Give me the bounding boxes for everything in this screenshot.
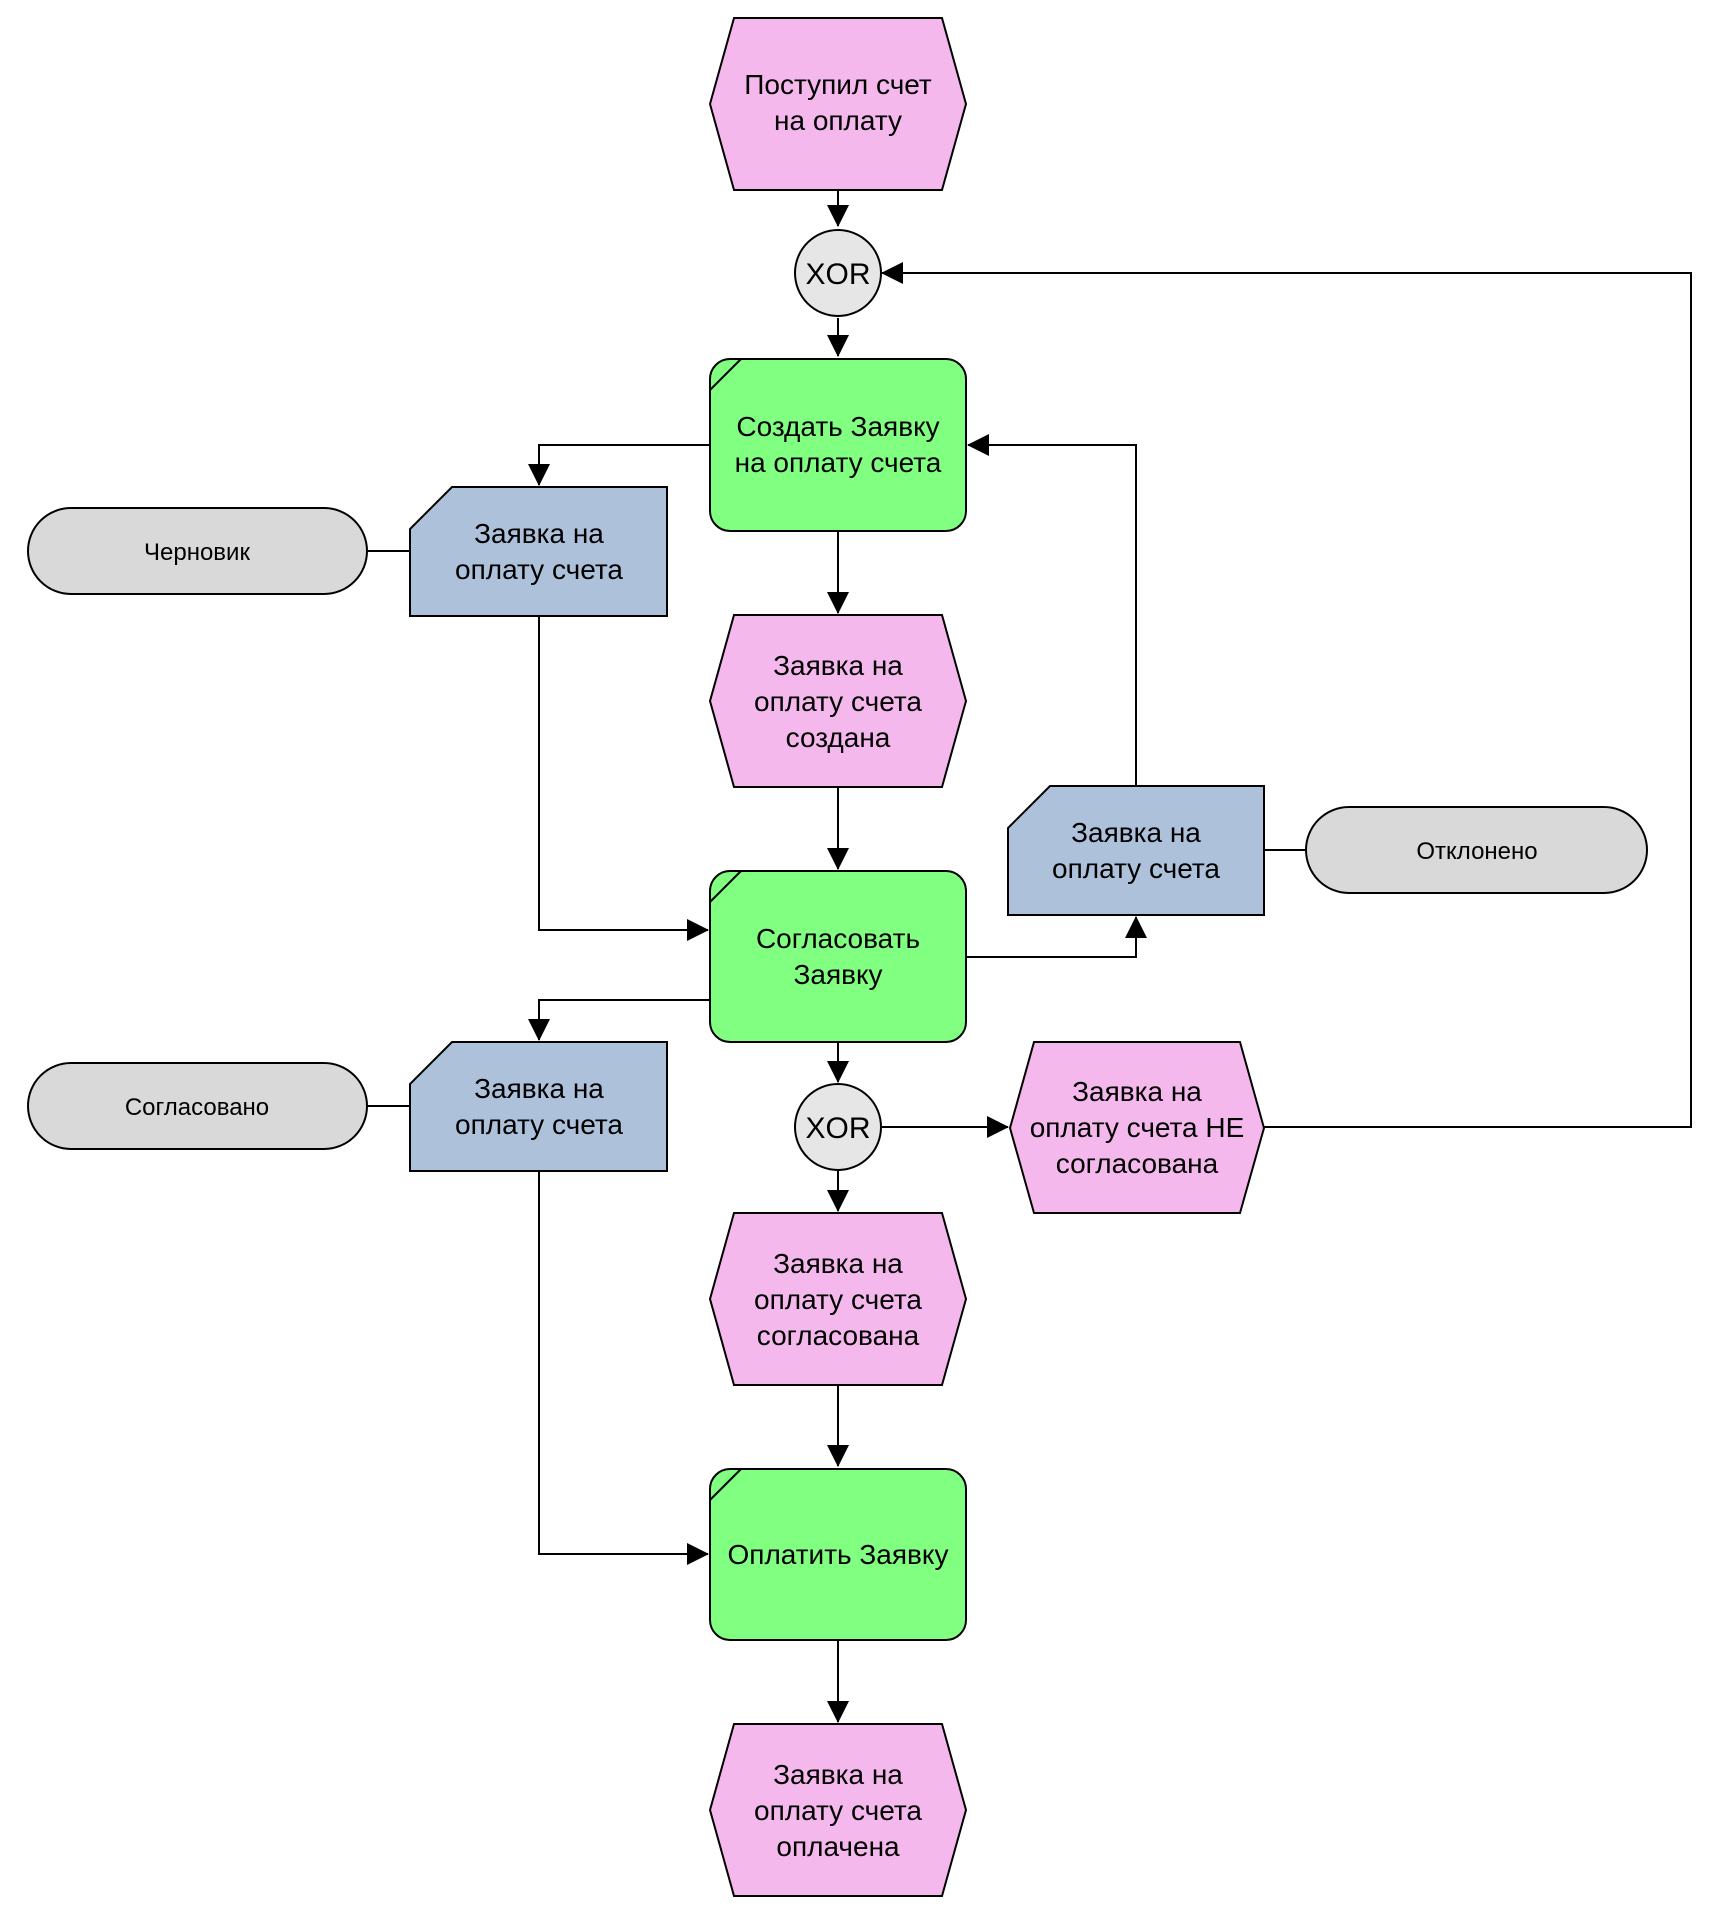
- document-shape: [409, 1041, 668, 1172]
- document-draft[interactable]: Заявка на оплату счета: [409, 486, 668, 617]
- event-label: Поступил счет на оплату: [744, 69, 932, 136]
- edge-create-to-doc-draft: [528, 444, 710, 486]
- label-line: Создать Заявку: [736, 411, 939, 442]
- edge-not-approved-to-xor-top: [881, 262, 1692, 1128]
- event-shape: [708, 17, 968, 191]
- label-line: оплату счета: [754, 686, 922, 717]
- status-label: Отклонено: [1416, 838, 1537, 865]
- label-line: оплачена: [776, 1831, 900, 1862]
- document-shape: [409, 486, 668, 617]
- document-label: Заявка на оплату счета: [455, 518, 623, 585]
- label-line: Оплатить Заявку: [728, 1539, 949, 1570]
- status-rejected[interactable]: Отклонено: [1305, 806, 1648, 894]
- status-label: Черновик: [144, 539, 250, 566]
- label-line: оплату счета: [754, 1284, 922, 1315]
- event-label: Заявка на оплату счета НЕ согласована: [1030, 1076, 1245, 1179]
- document-rejected[interactable]: Заявка на оплату счета: [1007, 785, 1265, 916]
- event-request-created[interactable]: Заявка на оплату счета создана: [708, 614, 968, 788]
- label-line: оплату счета: [455, 1109, 623, 1140]
- label-line: Поступил счет: [744, 69, 932, 100]
- label-line: Заявка на: [474, 1073, 604, 1104]
- label-line: Заявка на: [773, 1759, 903, 1790]
- gateway-shape: [794, 229, 882, 317]
- edge-approve-to-doc-approved: [528, 999, 710, 1041]
- gateway-xor-top[interactable]: XOR: [794, 229, 882, 317]
- event-invoice-received[interactable]: Поступил счет на оплату: [708, 17, 968, 191]
- status-draft[interactable]: Черновик: [27, 507, 368, 595]
- edge-doc-draft-to-approve: [538, 616, 709, 941]
- gateway-label: XOR: [805, 258, 870, 291]
- event-request-not-approved[interactable]: Заявка на оплату счета НЕ согласована: [1008, 1041, 1266, 1214]
- label-line: Заявка на: [1072, 1076, 1202, 1107]
- function-shape: [709, 1468, 967, 1641]
- function-corner-mark: [709, 358, 742, 391]
- status-shape: [1305, 806, 1648, 894]
- label-line: Согласовать: [756, 923, 920, 954]
- event-shape: [708, 1723, 968, 1897]
- event-request-paid[interactable]: Заявка на оплату счета оплачена: [708, 1723, 968, 1897]
- status-shape: [27, 1062, 368, 1150]
- function-corner-mark: [709, 870, 742, 903]
- document-label: Заявка на оплату счета: [1052, 817, 1220, 884]
- label-line: оплату счета: [754, 1795, 922, 1826]
- document-label: Заявка на оплату счета: [455, 1073, 623, 1140]
- event-shape: [708, 614, 968, 788]
- connectors: [367, 190, 1692, 1723]
- gateway-shape: [794, 1083, 882, 1171]
- label-line: оплату счета: [455, 554, 623, 585]
- function-corner-mark: [709, 1468, 742, 1501]
- gateway-xor-bottom[interactable]: XOR: [794, 1083, 882, 1171]
- function-shape: [709, 358, 967, 532]
- label-line: создана: [786, 722, 891, 753]
- document-approved[interactable]: Заявка на оплату счета: [409, 1041, 668, 1172]
- status-approved[interactable]: Согласовано: [27, 1062, 368, 1150]
- label-line: Заявка на: [773, 1248, 903, 1279]
- edge-doc-rejected-to-create: [967, 434, 1137, 786]
- event-shape: [1008, 1041, 1266, 1214]
- label-line: Заявка на: [1071, 817, 1201, 848]
- label-line: на оплату счета: [735, 447, 942, 478]
- event-request-approved[interactable]: Заявка на оплату счета согласована: [708, 1212, 968, 1386]
- function-label: Оплатить Заявку: [728, 1539, 949, 1570]
- label-line: согласована: [757, 1320, 920, 1351]
- event-shape: [708, 1212, 968, 1386]
- label-line: оплату счета: [1052, 853, 1220, 884]
- label-line: согласована: [1056, 1148, 1219, 1179]
- document-shape: [1007, 785, 1265, 916]
- event-label: Заявка на оплату счета оплачена: [754, 1759, 922, 1862]
- label-line: на оплату: [774, 105, 902, 136]
- function-label: Создать Заявку на оплату счета: [735, 411, 942, 478]
- status-label: Согласовано: [125, 1094, 269, 1121]
- event-label: Заявка на оплату счета согласована: [754, 1248, 922, 1351]
- gateway-label: XOR: [805, 1112, 870, 1145]
- edge-doc-approved-to-pay: [538, 1171, 709, 1565]
- function-shape: [709, 870, 967, 1043]
- edge-approve-to-doc-rejected: [966, 916, 1147, 958]
- function-pay-request[interactable]: Оплатить Заявку: [709, 1468, 967, 1641]
- label-line: Заявка на: [773, 650, 903, 681]
- function-create-request[interactable]: Создать Заявку на оплату счета: [709, 358, 967, 532]
- label-line: оплату счета НЕ: [1030, 1112, 1245, 1143]
- event-label: Заявка на оплату счета создана: [754, 650, 922, 753]
- label-line: Заявку: [793, 959, 882, 990]
- status-shape: [27, 507, 368, 595]
- label-line: Заявка на: [474, 518, 604, 549]
